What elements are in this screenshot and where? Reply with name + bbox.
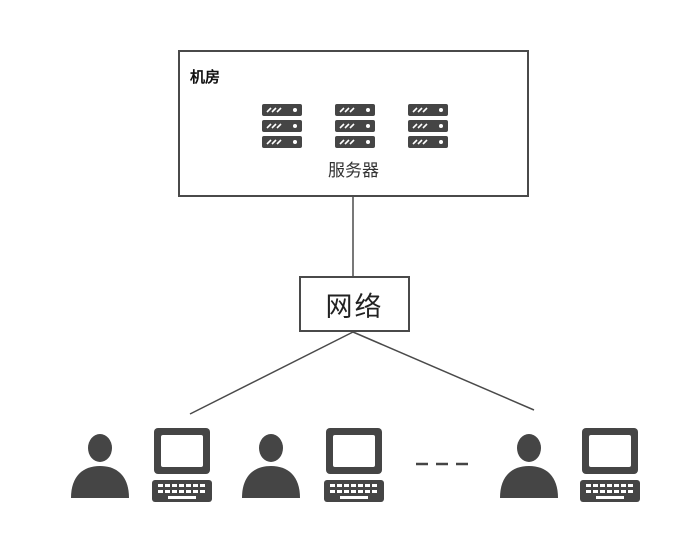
server-room-label: 机房 [190,68,221,86]
network-to-right-line [352,331,535,411]
computer-icon [152,428,212,502]
server-icon [262,104,302,148]
computer-icon [580,428,640,502]
network-to-left-line [189,331,354,415]
server-icon [408,104,448,148]
computer-icon [324,428,384,502]
server-label: 服务器 [328,161,379,181]
user-icon [71,434,129,498]
network-box: 网络 [299,276,410,332]
network-label: 网络 [325,291,384,323]
server-icon [335,104,375,148]
user-icon [500,434,558,498]
ellipsis-icon [416,462,468,466]
server-room-box: 机房 [178,50,529,197]
user-icon [242,434,300,498]
